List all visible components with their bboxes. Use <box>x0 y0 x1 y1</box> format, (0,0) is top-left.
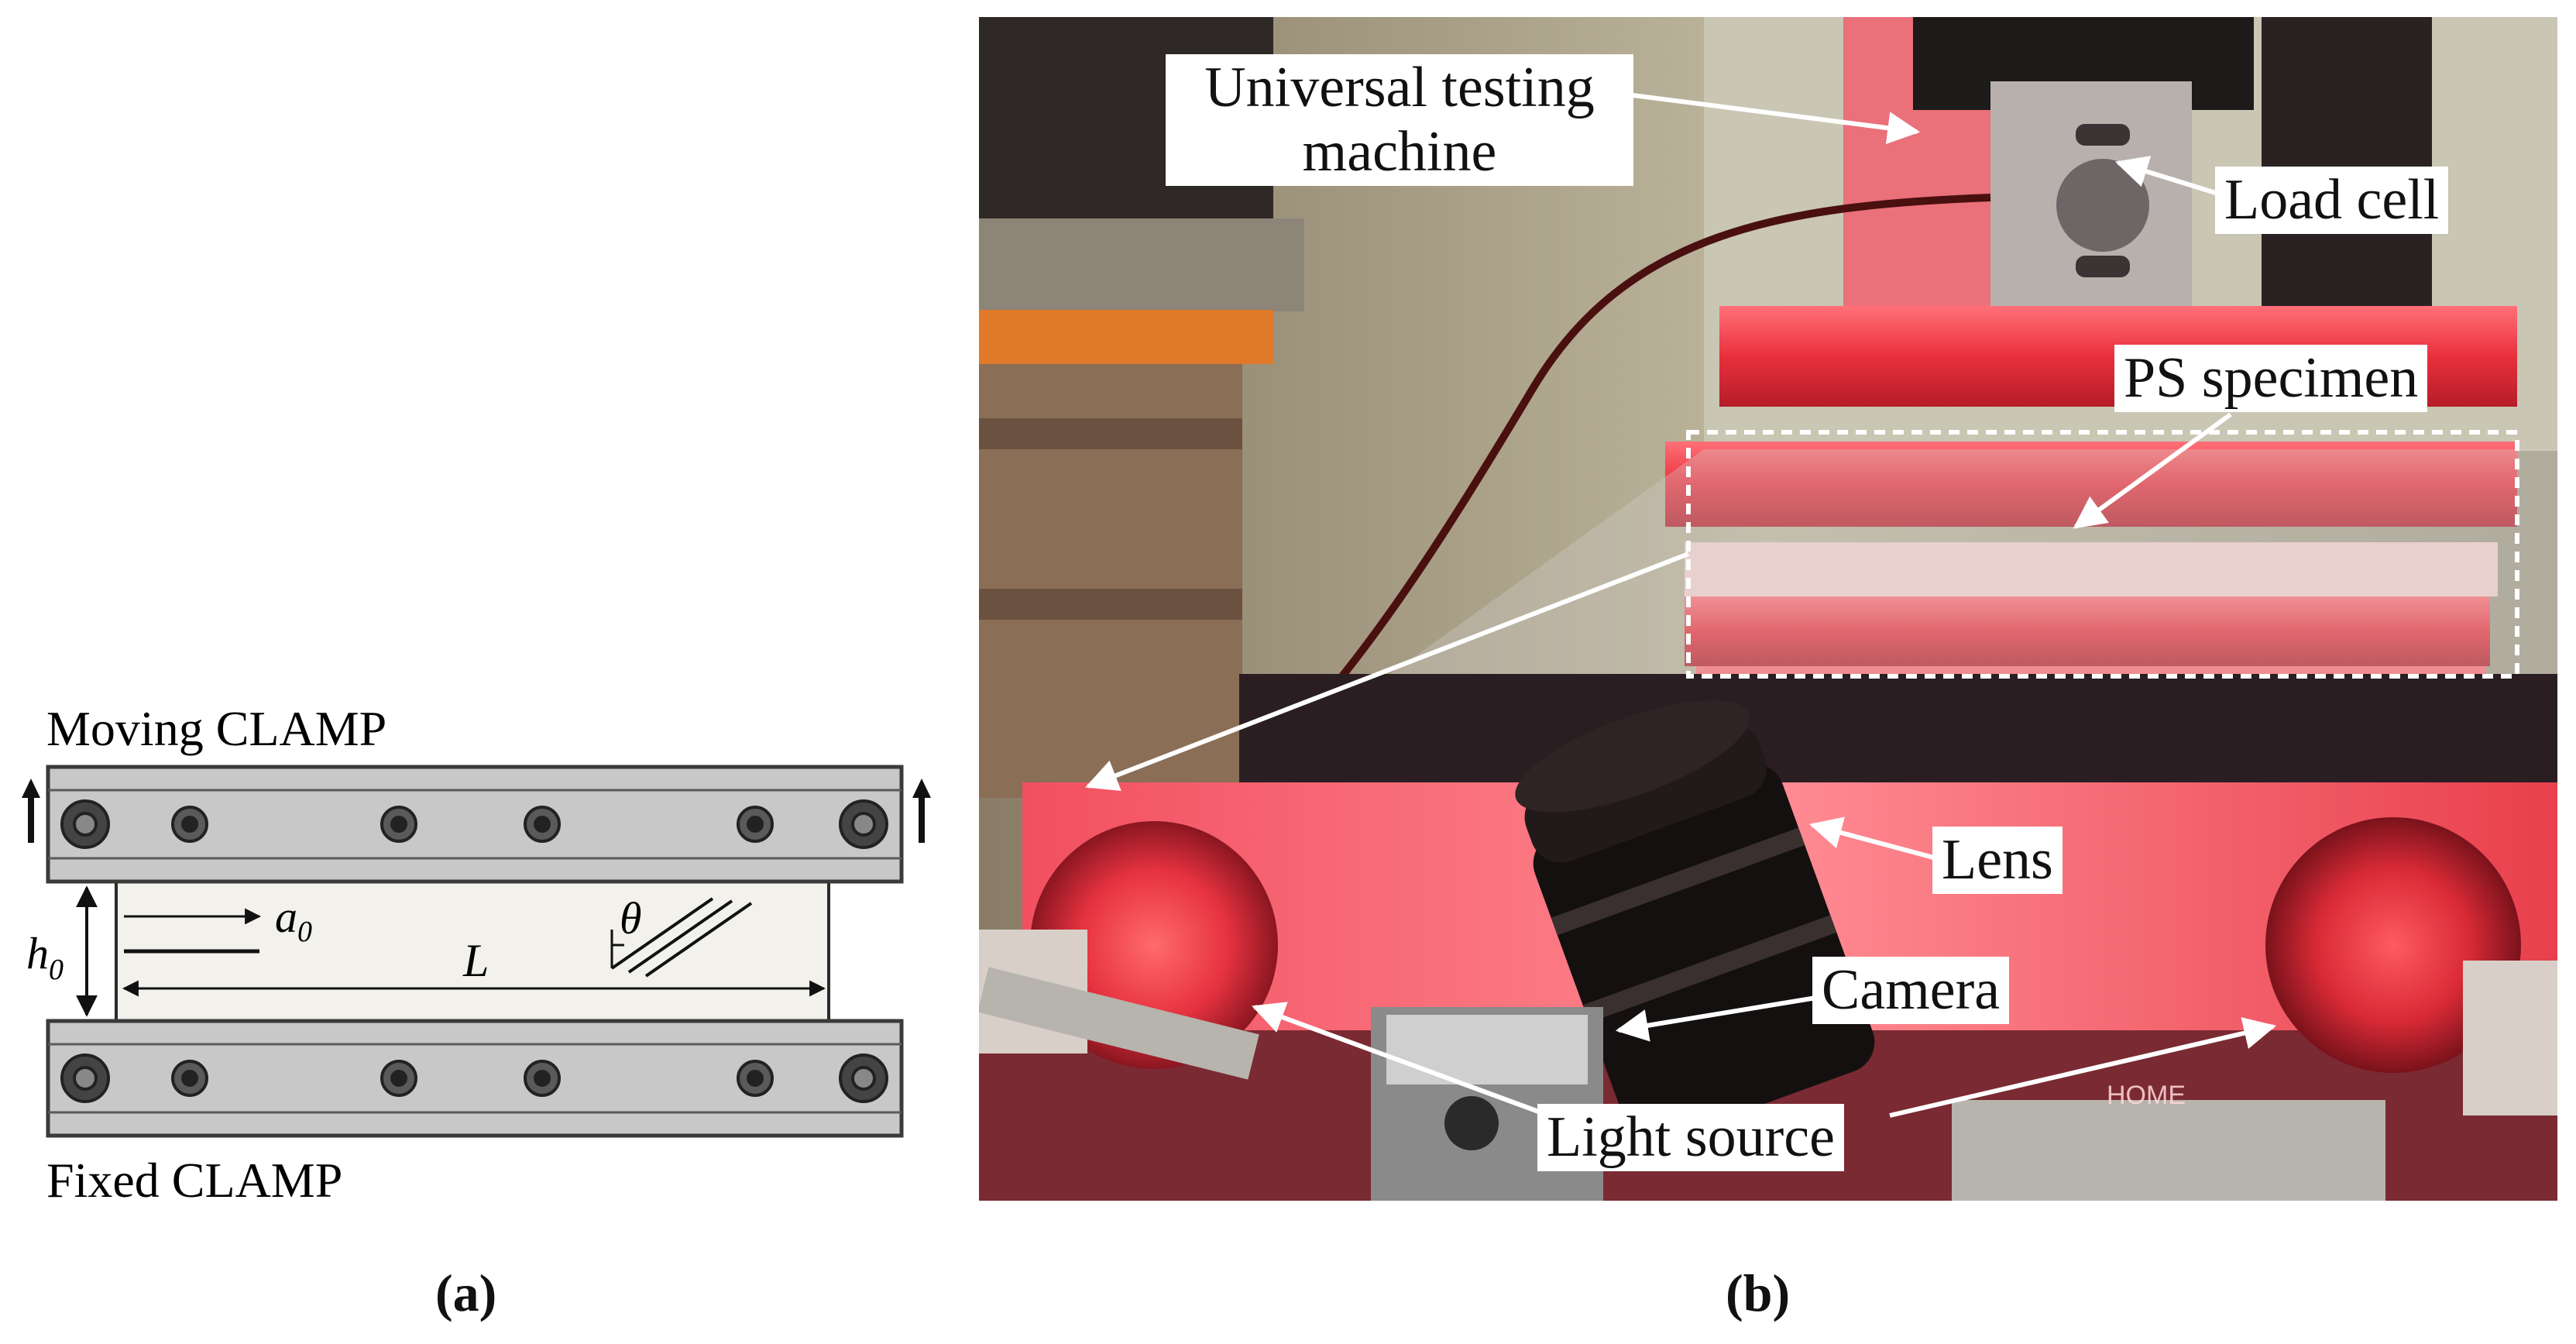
callout-arrows <box>1085 91 2277 1118</box>
panel-a-schematic: h0 a0 L θ Moving CLAMP Fixed CLAMP <box>22 701 931 1208</box>
motion-arrows <box>22 779 931 843</box>
lens-callout: Lens <box>1932 827 2063 894</box>
load-cell-callout: Load cell <box>2215 167 2449 234</box>
a0-symbol: a0 <box>275 892 312 948</box>
clamp-bolts <box>60 799 888 1103</box>
camera-callout: Camera <box>1812 957 2010 1024</box>
h0-symbol: h0 <box>26 928 64 986</box>
panel-a-caption: (a) <box>435 1263 497 1322</box>
utm-callout: Universal testing machine <box>1166 54 1633 186</box>
moving-clamp-label: Moving CLAMP <box>46 701 386 756</box>
specimen-highlight-box <box>1686 430 2519 679</box>
utm-callout-line1: Universal testing <box>1204 56 1595 119</box>
panel-b-caption: (b) <box>1726 1263 1791 1322</box>
light-source-callout: Light source <box>1537 1104 1844 1171</box>
L-symbol: L <box>462 935 489 986</box>
ps-specimen-callout: PS specimen <box>2114 345 2428 412</box>
fixed-clamp-label: Fixed CLAMP <box>46 1153 342 1208</box>
utm-callout-line2: machine <box>1302 119 1497 184</box>
fiber-angle-hatch <box>610 897 753 978</box>
svg-text:HOME: HOME <box>2107 1081 2186 1110</box>
theta-symbol: θ <box>620 893 642 944</box>
